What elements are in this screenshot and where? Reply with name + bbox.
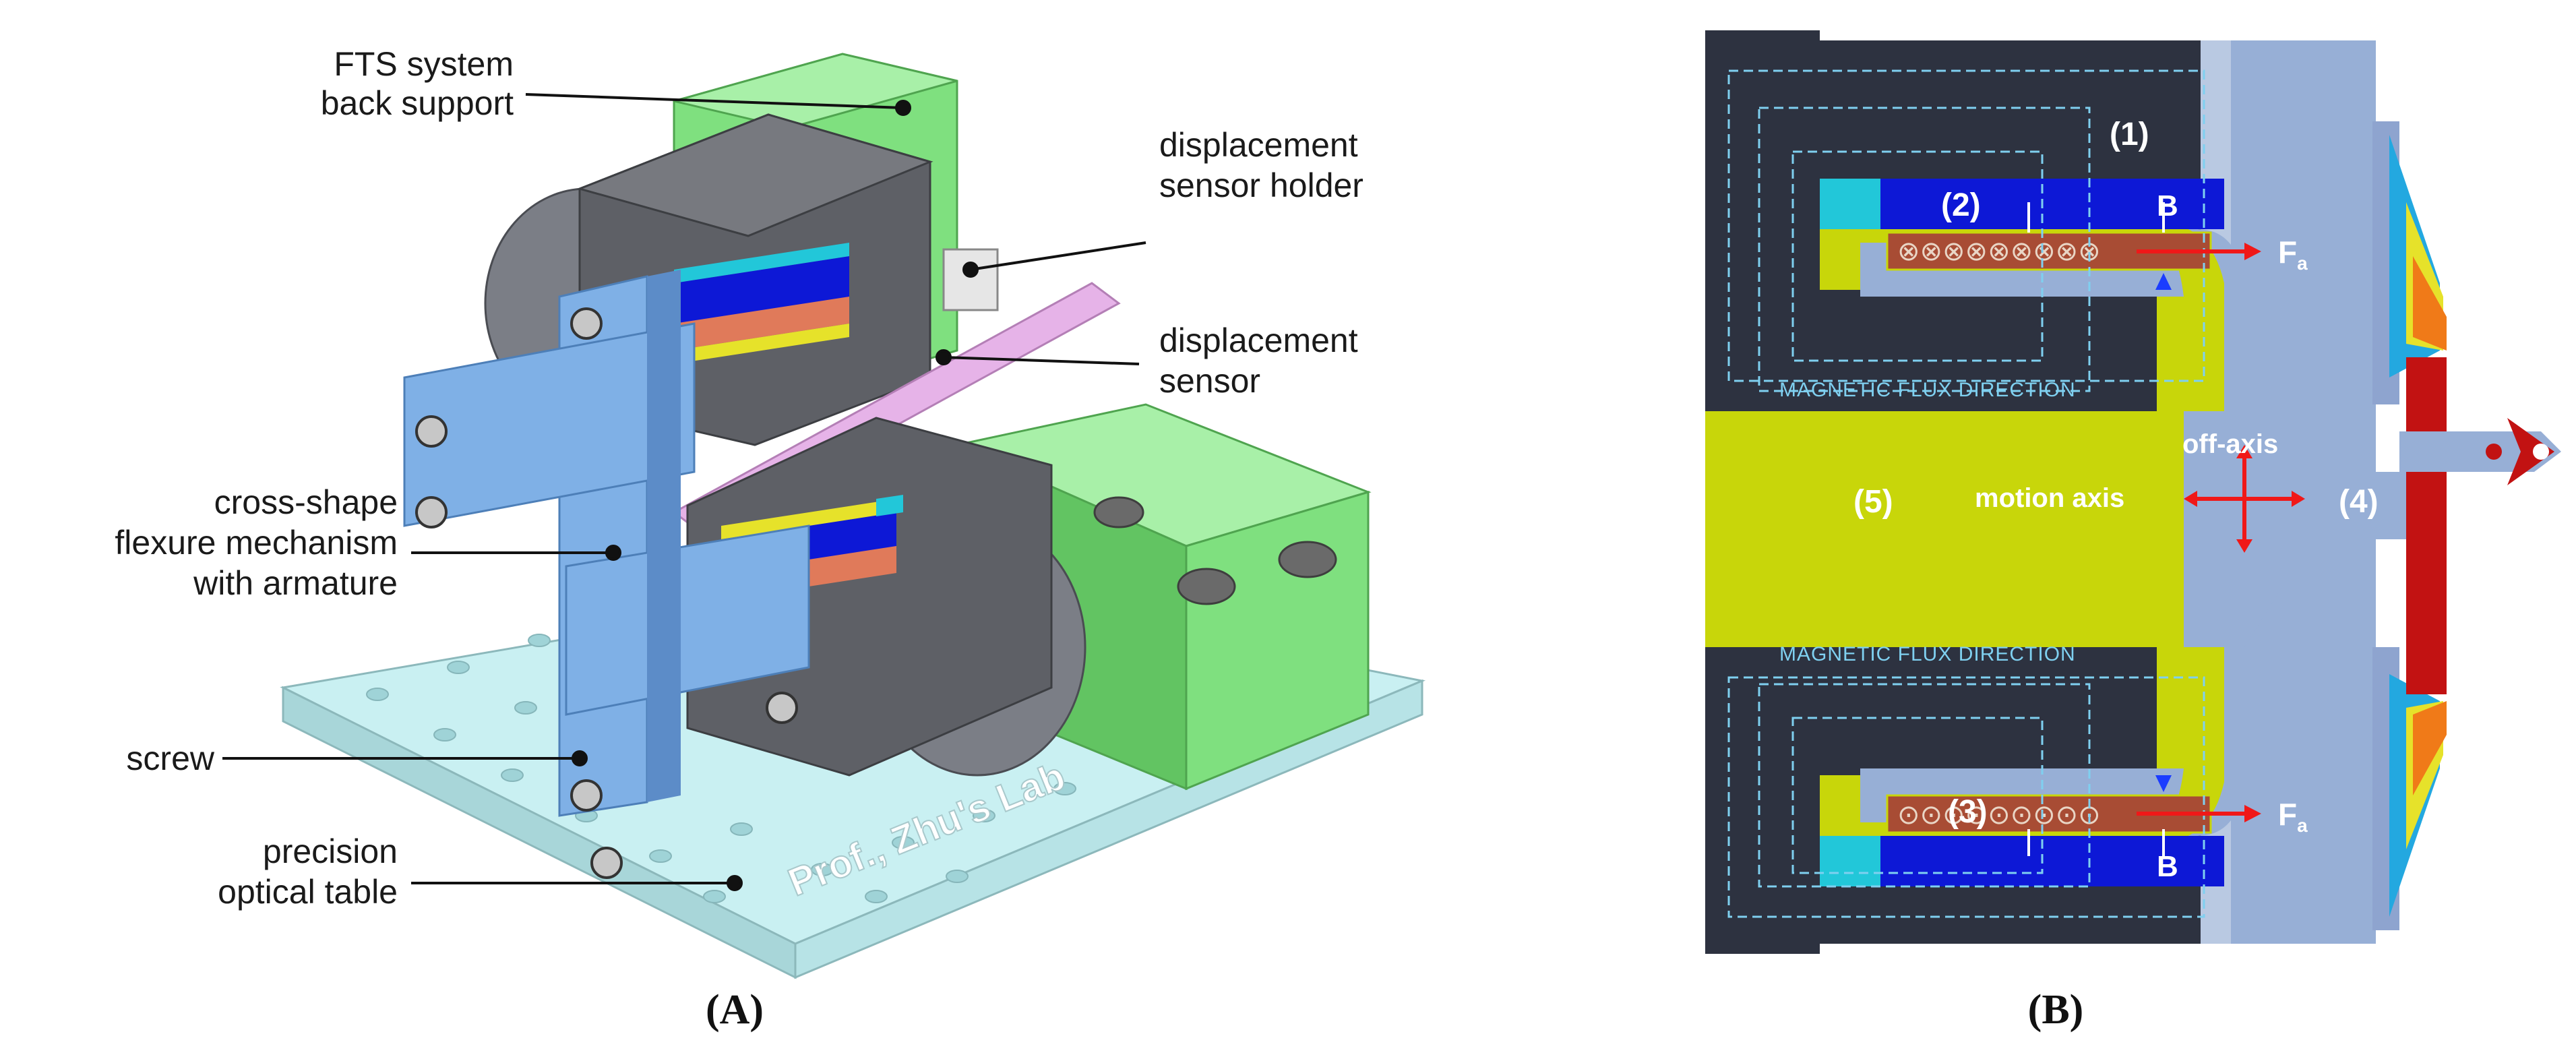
screw-icon: [766, 692, 798, 724]
b-field-arrows: [2027, 202, 2165, 856]
label-flexure-line3: with armature: [193, 564, 398, 602]
coils: ⊗⊗⊗⊗⊗⊗⊗⊗⊗ ⊙⊙⊙⊙⊙⊙⊙⊙⊙: [1886, 231, 2212, 834]
motion-axis-label: motion axis: [1975, 483, 2124, 513]
part-3-label: (3): [1948, 794, 1988, 830]
b-field-label-bottom: B: [2157, 850, 2178, 883]
flux-direction-label-bottom: MAGNETIC FLUX DIRECTION: [1779, 643, 2076, 665]
magnet-3: [1827, 836, 2224, 886]
panel-a: Prof., Zhu's Lab: [115, 45, 1426, 1033]
label-table-line2: optical table: [218, 873, 398, 911]
part-4-label: (4): [2339, 484, 2379, 520]
coil-cross-marks: ⊗⊗⊗⊗⊗⊗⊗⊗⊗ ⊙⊙⊙⊙⊙⊙⊙⊙⊙: [1897, 236, 2101, 830]
panel-b: ⊗⊗⊗⊗⊗⊗⊗⊗⊗ ⊙⊙⊙⊙⊙⊙⊙⊙⊙: [1705, 30, 2561, 1033]
magnet-2: [1827, 179, 2224, 229]
svg-text:⊗⊗⊗⊗⊗⊗⊗⊗⊗: ⊗⊗⊗⊗⊗⊗⊗⊗⊗: [1897, 236, 2101, 267]
leader-lines: [222, 93, 1146, 891]
label-sensor-holder-line1: displacement: [1159, 126, 1358, 164]
label-back-support-line2: back support: [321, 84, 514, 122]
force-label-top: Fa: [2278, 235, 2308, 274]
label-sensor-line2: sensor: [1159, 362, 1260, 400]
off-axis-label: off-axis: [2182, 429, 2278, 459]
force-label-bottom: Fa: [2278, 797, 2308, 836]
label-sensor-line1: displacement: [1159, 322, 1358, 359]
part-2-label: (2): [1941, 187, 1981, 223]
panel-a-labels: FTS system back support displacement sen…: [115, 45, 1363, 911]
label-sensor-holder-line2: sensor holder: [1159, 167, 1363, 204]
flexure-beams: [2372, 121, 2561, 930]
b-field-label-top: B: [2157, 189, 2178, 222]
force-arrows: [2137, 243, 2305, 822]
caption-a: (A): [706, 987, 764, 1033]
screw-icon: [415, 496, 448, 528]
part-1-label: (1): [2110, 117, 2149, 152]
flexure-mechanism: [403, 270, 810, 817]
label-table-line1: precision: [263, 833, 398, 870]
label-screw: screw: [126, 739, 214, 777]
screw-icon: [415, 415, 448, 448]
lower-coil-housing: [686, 417, 1086, 777]
part-5-label: (5): [1853, 484, 1893, 520]
screws: [415, 307, 798, 879]
screw-icon: [570, 307, 603, 340]
label-flexure-line1: cross-shape: [214, 483, 398, 521]
flux-paths: [1727, 69, 2205, 918]
label-back-support-line1: FTS system: [334, 45, 514, 83]
flux-direction-label-top: MAGNETIC FLUX DIRECTION: [1779, 379, 2076, 401]
screw-icon: [570, 779, 603, 812]
caption-b: (B): [2028, 987, 2084, 1033]
b-down-arrow: [2155, 273, 2172, 290]
svg-text:⊙⊙⊙⊙⊙⊙⊙⊙⊙: ⊙⊙⊙⊙⊙⊙⊙⊙⊙: [1897, 799, 2101, 830]
panel-b-labels: (1) (2) (3) (4) (5) B B Fa Fa MAGNETIC F…: [1779, 117, 2379, 883]
permanent-magnets: [1820, 179, 2224, 886]
armature: [1860, 40, 2433, 944]
screw-icon: [590, 847, 623, 879]
b-up-arrow: [2155, 775, 2172, 792]
label-flexure-line2: flexure mechanism: [115, 524, 398, 562]
sensor-holder: [942, 248, 999, 311]
